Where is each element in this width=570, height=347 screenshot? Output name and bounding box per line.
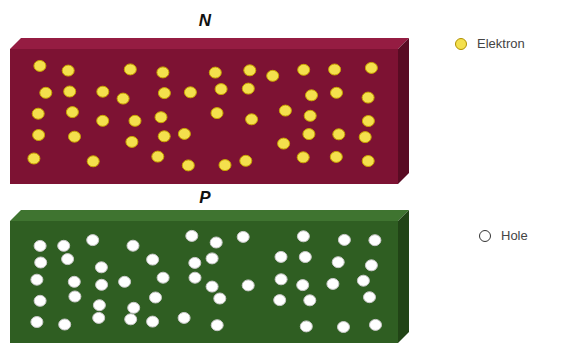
p-type-slab: P [10,188,410,345]
legend-item: Elektron [455,36,525,51]
legend-swatch [479,230,491,242]
region-label: N [199,11,211,31]
legend-text: Elektron [477,36,525,51]
legend-text: Hole [501,228,528,243]
n-type-slab: N [10,6,410,188]
slab-drawing [10,188,410,345]
legend-swatch [455,38,467,50]
legend-item: Hole [479,228,528,243]
slab-drawing [10,6,410,188]
region-label: P [199,188,210,208]
